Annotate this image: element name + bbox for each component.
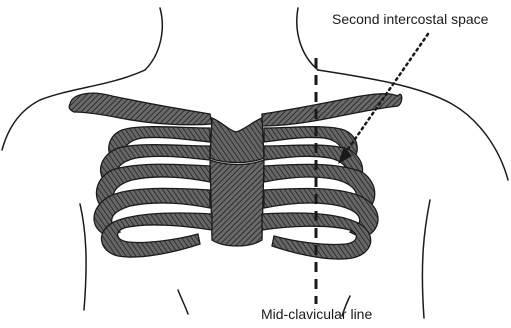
clavicles [69,93,402,126]
sternum-body [210,160,264,246]
midclavicular-line-label: Mid-clavicular line [261,306,372,322]
manubrium [210,118,264,163]
neck-left-line [145,8,162,70]
clavicle-right [262,94,402,126]
armpit-left-line [80,204,86,310]
clavicle-left [69,93,212,125]
intercostal-pointer-line [346,34,428,152]
rib-left-5 [102,213,212,257]
ribs-left [94,127,212,257]
waist-left-mark [178,290,188,314]
intercostal-space-label: Second intercostal space [332,11,488,27]
ribs-right [262,127,378,259]
armpit-right-line [422,200,430,318]
sternum [210,118,264,246]
